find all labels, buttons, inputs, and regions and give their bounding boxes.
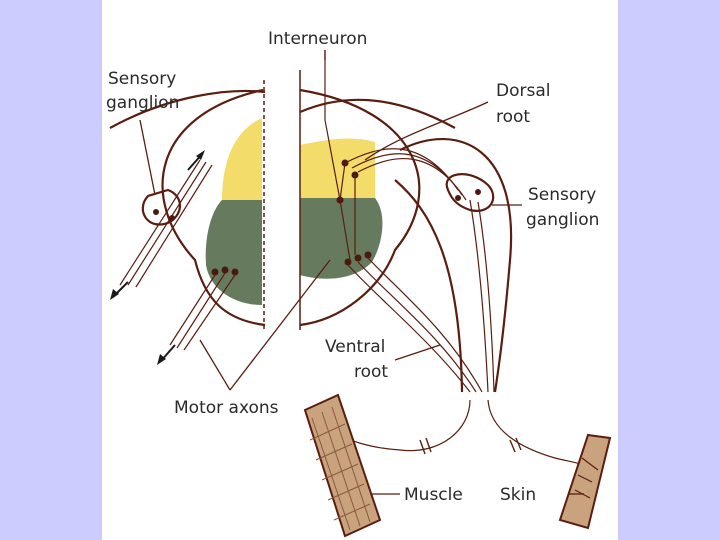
right-motor-cell-2	[354, 254, 362, 262]
skin-strip	[558, 433, 612, 530]
label-left-ganglion-line2: ganglion	[106, 93, 179, 113]
left-dorsal-horn	[222, 118, 262, 200]
left-motor-arrow-shaft	[159, 344, 176, 363]
ventral-root-fibers	[347, 199, 495, 393]
leader-motor-axons	[199, 259, 331, 391]
label-motor-axons: Motor axons	[174, 398, 279, 418]
label-left-ganglion-line1: Sensory	[108, 69, 176, 89]
muscle-branch-tick-1	[419, 439, 426, 455]
right-ganglion-cell-2	[475, 189, 481, 195]
right-dorsal-horn	[300, 138, 375, 198]
left-motor-cell-1	[211, 268, 219, 276]
label-dorsal-root-line1: Dorsal	[496, 81, 550, 101]
right-ganglion-outline	[445, 173, 495, 212]
spinal-cord-outline	[161, 88, 421, 327]
leader-dorsal-root	[364, 101, 489, 161]
leader-left-ganglion	[139, 119, 156, 196]
left-arrow-up-shaft	[187, 152, 204, 171]
left-ventral-horn	[205, 200, 262, 305]
right-body-outline	[399, 137, 513, 393]
label-right-ganglion-line2: ganglion	[526, 210, 599, 230]
interneuron-fibers	[324, 50, 356, 261]
left-ganglion-cell-2	[169, 215, 175, 221]
left-motor-cell-2	[221, 266, 229, 274]
left-ganglion-cell-1	[153, 209, 159, 215]
muscle-branch-tick-2	[425, 437, 432, 453]
right-motor-cell-3	[364, 251, 372, 259]
leader-ventral-root	[394, 344, 441, 361]
muscle-block	[303, 393, 382, 538]
right-ventral-horn	[300, 198, 383, 279]
upper-arc	[109, 89, 266, 129]
label-interneuron: Interneuron	[268, 29, 367, 49]
left-arrow-down-shaft	[112, 281, 129, 298]
skin-branch	[487, 399, 589, 469]
label-muscle: Muscle	[404, 485, 463, 505]
skin-branch-tick-2	[515, 437, 522, 451]
label-ventral-root-line2: root	[354, 362, 388, 382]
right-ganglion-cell-1	[455, 195, 461, 201]
upper-arc-right	[299, 98, 456, 129]
label-skin: Skin	[500, 485, 536, 505]
left-motor-axons	[169, 272, 236, 351]
label-right-ganglion-line1: Sensory	[528, 185, 596, 205]
skin-branch-tick-1	[509, 439, 516, 453]
right-body-outline-inner	[394, 179, 464, 393]
left-motor-cell-3	[231, 268, 239, 276]
left-nerve-fibers	[119, 159, 213, 288]
label-dorsal-root-line2: root	[496, 107, 530, 127]
label-ventral-root-line1: Ventral	[325, 337, 385, 357]
muscle-branch	[337, 399, 471, 452]
left-ganglion-outline	[141, 188, 181, 226]
right-motor-cell-1	[344, 258, 352, 266]
